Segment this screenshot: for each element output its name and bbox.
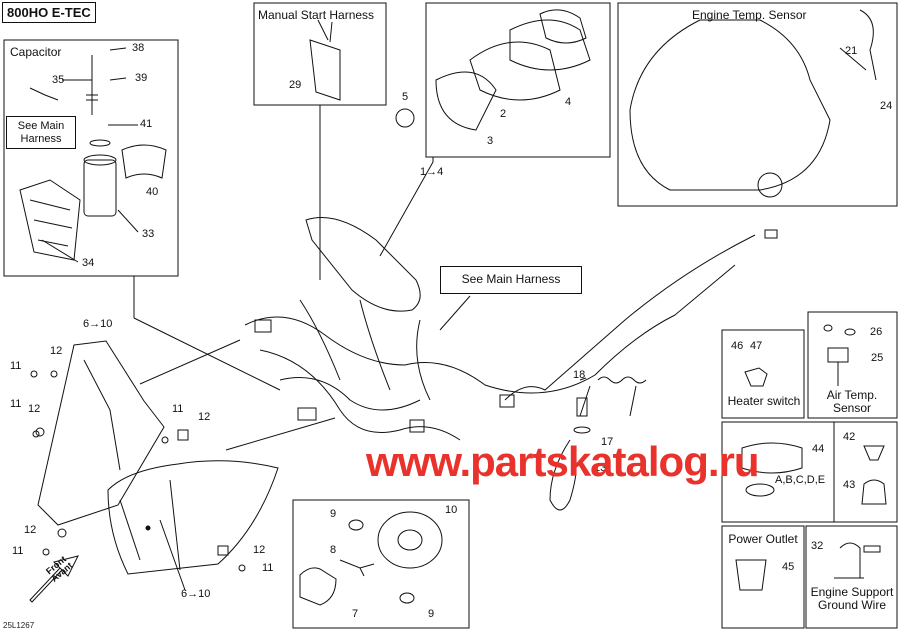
callout-4: 4 [565, 96, 572, 108]
callout-44: 44 [812, 443, 825, 455]
callout-11-b: 11 [10, 398, 22, 410]
callout-12-d: 12 [24, 524, 37, 536]
callout-7: 7 [352, 608, 359, 620]
callout-24: 24 [880, 100, 893, 112]
airtemp-frame [807, 311, 898, 419]
power-outlet-frame [721, 525, 805, 629]
callout-11-e: 11 [262, 562, 274, 574]
callout-18: 18 [573, 369, 586, 381]
model-title: 800HO E-TEC [2, 2, 96, 23]
ground-frame [805, 525, 898, 629]
callout-2: 2 [500, 108, 507, 120]
see-main-harness-center: See Main Harness [440, 266, 582, 294]
callout-44-variants: A,B,C,D,E [775, 474, 826, 486]
callout-12-a: 12 [50, 345, 63, 357]
callout-1-4: 1→4 [420, 166, 444, 178]
bulb-frame [292, 499, 470, 629]
callout-21: 21 [845, 45, 858, 57]
callout-12-b: 12 [28, 403, 41, 415]
callout-17: 17 [601, 436, 614, 448]
callout-26: 26 [870, 326, 883, 338]
callout-42: 42 [843, 431, 856, 443]
callout-11-a: 11 [10, 360, 22, 372]
callout-29: 29 [289, 79, 302, 91]
grip-tape-frame [721, 421, 835, 523]
callout-6-10-top: 6→10 [83, 318, 113, 330]
engine-frame [617, 2, 898, 207]
callout-38: 38 [132, 42, 145, 54]
callout-9-a: 9 [330, 508, 337, 520]
callout-41: 41 [140, 118, 153, 130]
callout-46: 46 [731, 340, 744, 352]
capacitor-title: Capacitor [10, 45, 62, 59]
callout-11-d: 11 [12, 545, 24, 557]
engine-temp-title: Engine Temp. Sensor [692, 8, 807, 22]
callout-25: 25 [871, 352, 884, 364]
callout-32: 32 [811, 540, 824, 552]
callout-33: 33 [142, 228, 155, 240]
engine-ground-title: Engine Support Ground Wire [810, 585, 894, 613]
callout-9-b: 9 [428, 608, 435, 620]
callout-13: 13 [594, 462, 607, 474]
air-temp-title: Air Temp. Sensor [826, 388, 878, 416]
callout-8: 8 [330, 544, 337, 556]
callout-10: 10 [445, 504, 458, 516]
heater-frame [721, 329, 805, 419]
callout-39: 39 [135, 72, 148, 84]
instrument-frame [425, 2, 611, 158]
callout-45: 45 [782, 561, 795, 573]
callout-12-e: 12 [253, 544, 266, 556]
callout-47: 47 [750, 340, 763, 352]
callout-40: 40 [146, 186, 159, 198]
callout-3: 3 [487, 135, 494, 147]
callout-34: 34 [82, 257, 95, 269]
callout-5: 5 [402, 91, 409, 103]
callout-12-c: 12 [198, 411, 211, 423]
capacitor-frame [3, 39, 179, 277]
see-main-harness-left: See Main Harness [6, 116, 76, 150]
manual-start-title: Manual Start Harness [258, 8, 375, 22]
callout-6-10-bottom: 6→10 [181, 588, 211, 600]
callout-43: 43 [843, 479, 856, 491]
callout-35: 35 [52, 74, 65, 86]
watermark: www.partskatalog.ru [366, 438, 760, 485]
power-outlet-title: Power Outlet [728, 532, 798, 546]
diagram-code: 25L1267 [3, 621, 35, 630]
heater-switch-title: Heater switch [727, 394, 801, 408]
callout-11-c: 11 [172, 403, 184, 415]
